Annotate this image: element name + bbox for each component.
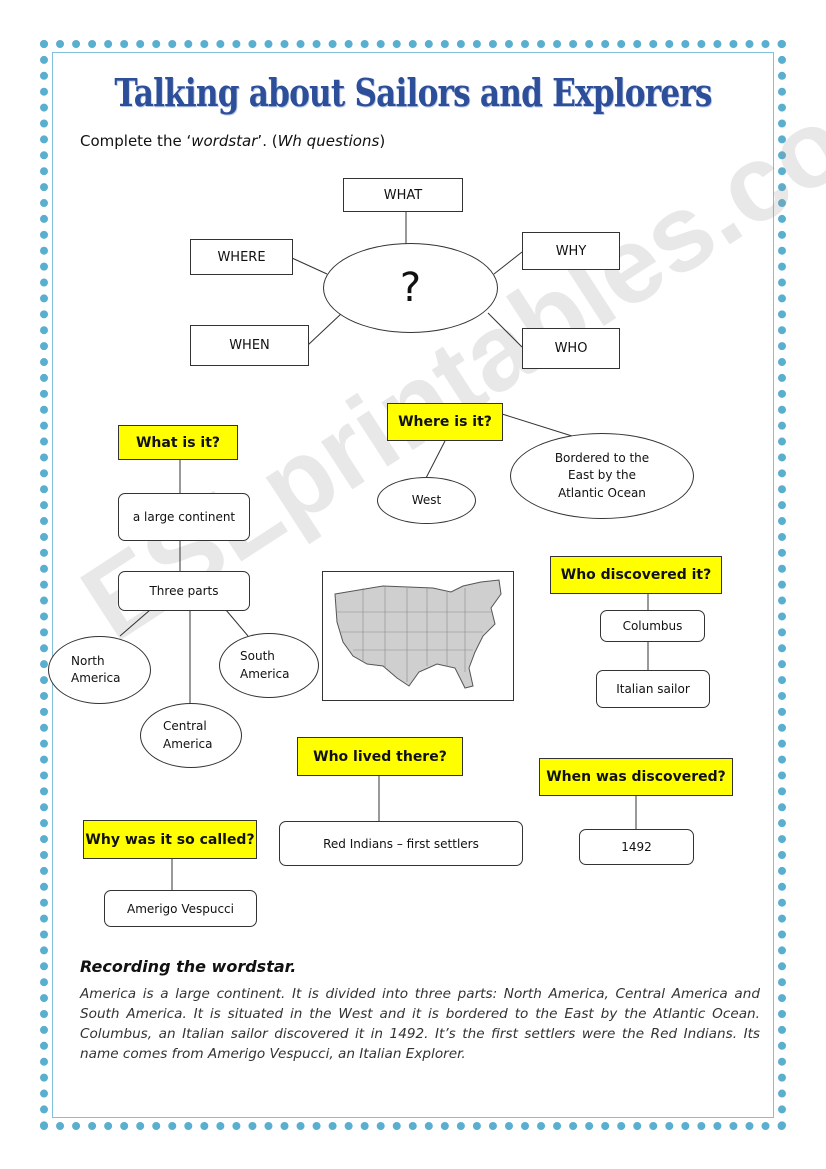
page-inner-border — [52, 52, 774, 1118]
answer-columbus: Columbus — [600, 610, 705, 642]
usa-map-drawing — [334, 579, 502, 689]
part-central-america: Central America — [140, 703, 242, 768]
worksheet-title: Talking about Sailors and Explorers — [114, 70, 712, 115]
answer-1492: 1492 — [579, 829, 694, 865]
wordstar-why: WHY — [522, 232, 620, 270]
answer-west: West — [377, 477, 476, 524]
wordstar-when: WHEN — [190, 325, 309, 366]
question-where-is-it: Where is it? — [387, 403, 503, 441]
wordstar-who: WHO — [522, 328, 620, 369]
answer-italian-sailor: Italian sailor — [596, 670, 710, 708]
wordstar-what: WHAT — [343, 178, 463, 212]
answer-large-continent: a large continent — [118, 493, 250, 541]
part-south-america: South America — [219, 633, 319, 698]
instruction: Complete the ‘wordstar’. (Wh questions) — [80, 132, 386, 150]
question-what-is-it: What is it? — [118, 425, 238, 460]
question-when-discovered: When was discovered? — [539, 758, 733, 796]
part-north-america: North America — [48, 636, 151, 704]
usa-map-image — [322, 571, 514, 701]
question-who-discovered: Who discovered it? — [550, 556, 722, 594]
answer-red-indians: Red Indians – first settlers — [279, 821, 523, 866]
recording-title: Recording the wordstar. — [80, 957, 297, 976]
question-why-called: Why was it so called? — [83, 820, 257, 859]
wordstar-where: WHERE — [190, 239, 293, 275]
recording-text: America is a large continent. It is divi… — [80, 986, 760, 1062]
wordstar-center: ? — [323, 243, 498, 333]
answer-bordered-east: Bordered to the East by the Atlantic Oce… — [510, 433, 694, 519]
answer-three-parts: Three parts — [118, 571, 250, 611]
question-who-lived: Who lived there? — [297, 737, 463, 776]
page-border — [40, 40, 786, 1130]
answer-amerigo-vespucci: Amerigo Vespucci — [104, 890, 257, 927]
